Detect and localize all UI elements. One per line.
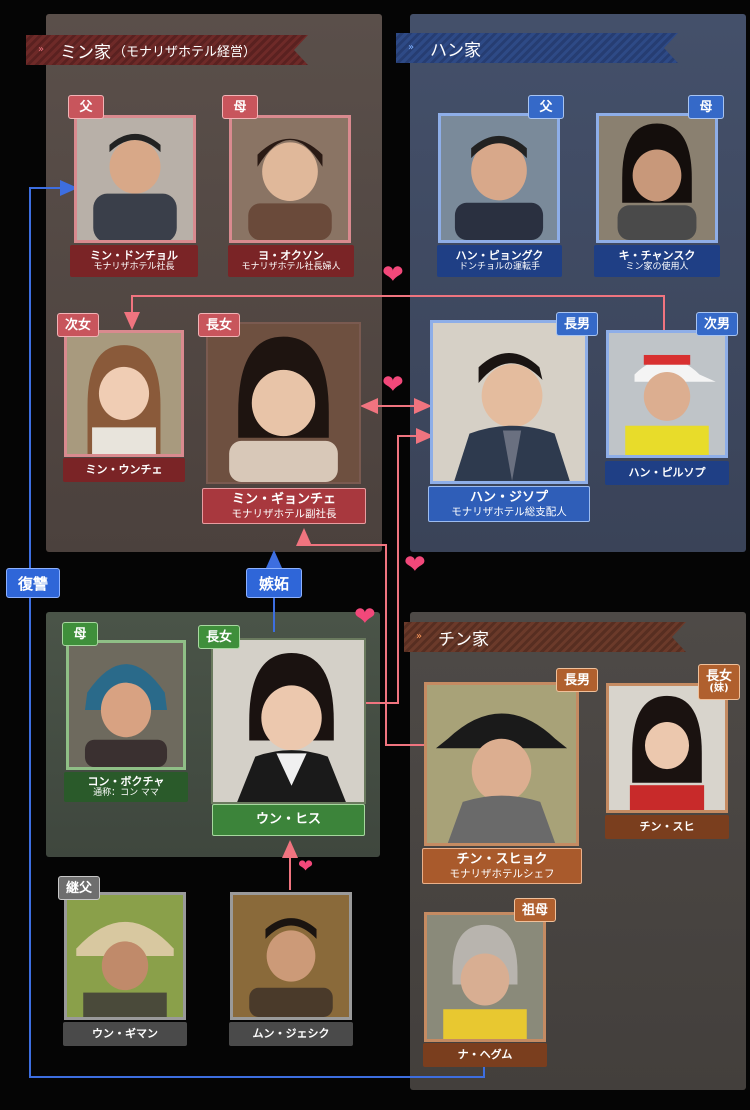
heart-icon-pilsop-eunchae: ❤ — [382, 260, 404, 290]
role-eun-mother: 通称：コン ママ — [93, 788, 159, 799]
label-moon: ムン・ジェシク — [229, 1022, 353, 1046]
jealousy-label: 嫉妬 — [246, 568, 302, 598]
tag-eun-mother: 母 — [62, 622, 98, 646]
tag-han-eldest: 長男 — [556, 312, 598, 336]
label-han-second: ハン・ピルソプ — [605, 461, 729, 485]
role-han-eldest: モナリザホテル総支配人 — [451, 505, 567, 518]
name-min-eldest: ミン・ギョンチェ — [231, 491, 336, 507]
name-eun-eldest: ウン・ヒス — [255, 812, 321, 828]
portrait-min-eldest — [206, 322, 361, 484]
tag-jin-eldest: 長男 — [556, 668, 598, 692]
role-han-mother: ミン家の使用人 — [625, 262, 689, 273]
portrait-eun-eldest — [211, 638, 366, 804]
revenge-label: 復讐 — [6, 568, 60, 598]
label-min-mother: ヨ・オクソン モナリザホテル社長婦人 — [228, 245, 354, 277]
name-jin-daughter: チン・スヒ — [639, 820, 695, 834]
banner-arrow-icon: » — [408, 42, 415, 53]
label-min-eldest: ミン・ギョンチェ モナリザホテル副社長 — [202, 488, 366, 524]
label-jin-grandma: ナ・ヘグム — [423, 1043, 547, 1067]
name-min-second: ミン・ウンチェ — [85, 463, 163, 477]
portrait-eun-stepfather — [64, 892, 186, 1020]
name-han-eldest: ハン・ジソプ — [469, 489, 548, 505]
min-family-subtitle: （モナリザホテル経営） — [113, 44, 257, 60]
portrait-jin-grandma — [424, 912, 546, 1042]
portrait-min-mother — [229, 115, 351, 243]
tag-min-father: 父 — [68, 95, 104, 119]
tag-min-second: 次女 — [57, 313, 99, 337]
heart-icon-moon-heesoo: ❤ — [298, 856, 314, 877]
han-family-banner: » ハン家 — [396, 33, 678, 63]
portrait-min-father — [74, 115, 196, 243]
tag-min-eldest: 長女 — [198, 313, 240, 337]
label-min-second: ミン・ウンチェ — [63, 458, 185, 482]
banner-arrow-icon: » — [416, 631, 423, 642]
tag-han-father: 父 — [528, 95, 564, 119]
tag-jin-daughter-main: 長女 — [705, 669, 732, 684]
name-min-father: ミン・ドンチョル — [90, 249, 178, 262]
portrait-han-second — [606, 330, 728, 458]
tag-eun-stepfather: 継父 — [58, 876, 100, 900]
portrait-jin-eldest — [424, 682, 579, 846]
name-min-mother: ヨ・オクソン — [258, 249, 324, 262]
role-jin-eldest: モナリザホテルシェフ — [449, 867, 555, 880]
jin-family-banner: » チン家 — [404, 622, 686, 652]
label-jin-eldest: チン・スヒョク モナリザホテルシェフ — [422, 848, 582, 884]
portrait-han-eldest — [430, 320, 588, 484]
name-han-father: ハン・ピョングク — [455, 249, 544, 262]
label-han-mother: キ・チャンスク ミン家の使用人 — [594, 245, 720, 277]
heart-icon-kyungchae-jisop: ❤ — [382, 370, 404, 400]
portrait-min-second — [64, 330, 184, 457]
portrait-jin-daughter — [606, 683, 728, 813]
min-family-title: ミン家 — [60, 42, 111, 63]
tag-han-mother: 母 — [688, 95, 724, 119]
jin-family-title: チン家 — [438, 629, 489, 650]
portrait-eun-mother — [66, 640, 186, 770]
tag-jin-daughter-sub: (妹) — [709, 683, 729, 694]
name-eun-stepfather: ウン・ギマン — [92, 1027, 158, 1041]
label-eun-stepfather: ウン・ギマン — [63, 1022, 187, 1046]
heart-icon-heesoo-jisop: ❤ — [404, 550, 426, 580]
name-eun-mother: コン・ボクチャ — [87, 775, 165, 788]
label-min-father: ミン・ドンチョル モナリザホテル社長 — [70, 245, 198, 277]
label-han-father: ハン・ピョングク ドンチョルの運転手 — [437, 245, 562, 277]
min-family-banner: » ミン家 （モナリザホテル経営） — [26, 35, 308, 65]
heart-icon-suhyuk-kyungchae: ❤ — [354, 602, 376, 632]
banner-arrow-icon: » — [38, 44, 45, 55]
name-jin-grandma: ナ・ヘグム — [457, 1048, 513, 1062]
label-eun-mother: コン・ボクチャ 通称：コン ママ — [64, 772, 188, 802]
name-moon: ムン・ジェシク — [252, 1027, 330, 1041]
name-jin-eldest: チン・スヒョク — [456, 851, 548, 867]
tag-han-second: 次男 — [696, 312, 738, 336]
role-min-mother: モナリザホテル社長婦人 — [241, 262, 341, 273]
tag-min-mother: 母 — [222, 95, 258, 119]
label-eun-eldest: ウン・ヒス — [212, 804, 365, 836]
tag-jin-grandma: 祖母 — [514, 898, 556, 922]
label-han-eldest: ハン・ジソプ モナリザホテル総支配人 — [428, 486, 590, 522]
tag-eun-eldest: 長女 — [198, 625, 240, 649]
portrait-moon — [230, 892, 352, 1020]
role-han-father: ドンチョルの運転手 — [458, 262, 540, 273]
label-jin-daughter: チン・スヒ — [605, 815, 729, 839]
role-min-eldest: モナリザホテル副社長 — [231, 507, 337, 520]
name-han-mother: キ・チャンスク — [618, 249, 696, 262]
portrait-han-mother — [596, 113, 718, 243]
name-han-second: ハン・ピルソプ — [628, 466, 706, 480]
tag-jin-daughter: 長女 (妹) — [698, 664, 740, 700]
role-min-father: モナリザホテル社長 — [93, 262, 175, 273]
portrait-han-father — [438, 113, 560, 243]
han-family-title: ハン家 — [430, 40, 481, 61]
